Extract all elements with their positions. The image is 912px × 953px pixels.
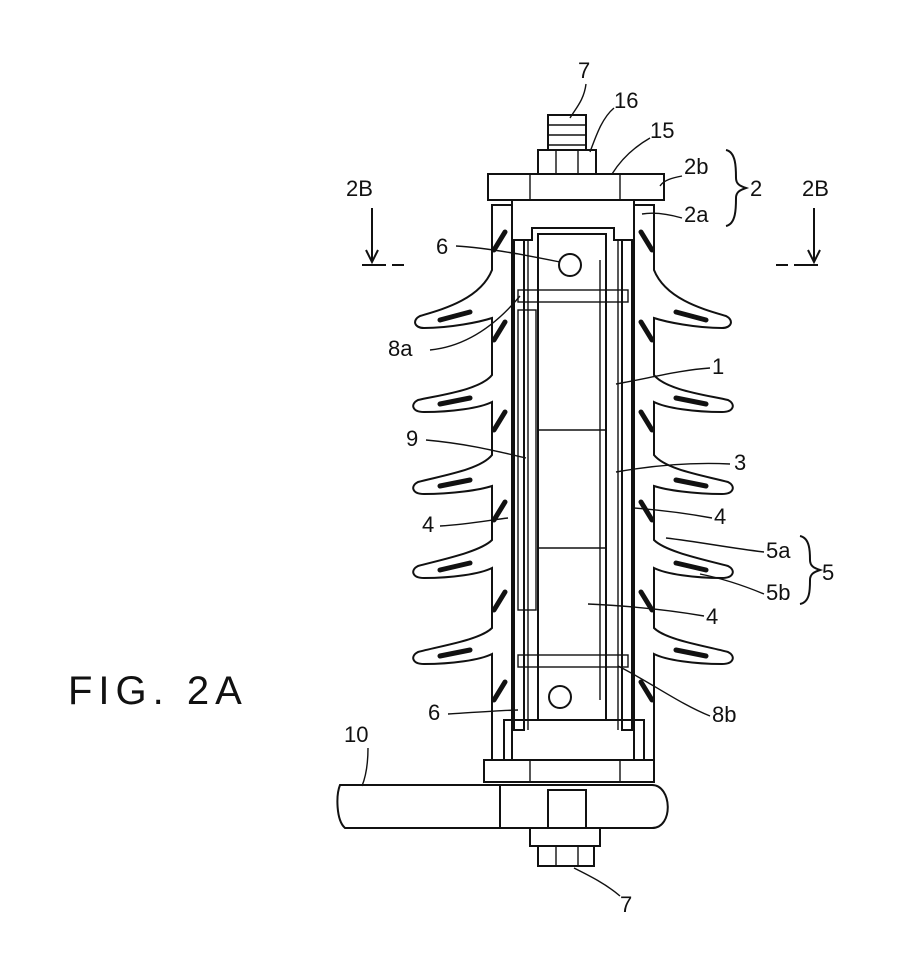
top-flange <box>488 174 664 200</box>
svg-text:5: 5 <box>822 560 834 585</box>
svg-text:1: 1 <box>712 354 724 379</box>
svg-text:4: 4 <box>422 512 434 537</box>
svg-text:2: 2 <box>750 176 762 201</box>
svg-text:6: 6 <box>428 700 440 725</box>
svg-text:2B: 2B <box>802 176 829 201</box>
spacer <box>518 310 536 610</box>
top-nut <box>538 150 596 174</box>
svg-text:5a: 5a <box>766 538 791 563</box>
base-plate <box>337 785 500 828</box>
svg-text:7: 7 <box>620 892 632 917</box>
bottom-nut <box>530 828 600 846</box>
svg-text:4: 4 <box>706 604 718 629</box>
svg-text:2b: 2b <box>684 154 708 179</box>
svg-text:3: 3 <box>734 450 746 475</box>
svg-text:15: 15 <box>650 118 674 143</box>
svg-text:2B: 2B <box>346 176 373 201</box>
right-tube-wall <box>622 240 632 730</box>
svg-text:10: 10 <box>344 722 368 747</box>
svg-text:2a: 2a <box>684 202 709 227</box>
section-mark-right: 2B <box>776 176 829 265</box>
svg-text:8a: 8a <box>388 336 413 361</box>
svg-text:9: 9 <box>406 426 418 451</box>
svg-text:7: 7 <box>578 58 590 83</box>
left-tube-wall <box>514 240 524 730</box>
svg-text:5b: 5b <box>766 580 790 605</box>
pin-top <box>559 254 581 276</box>
pin-bottom <box>549 686 571 708</box>
section-mark-left: 2B <box>346 176 404 265</box>
bottom-bolt <box>548 790 586 828</box>
svg-text:8b: 8b <box>712 702 736 727</box>
varistor-element <box>538 234 606 720</box>
svg-text:6: 6 <box>436 234 448 259</box>
svg-text:16: 16 <box>614 88 638 113</box>
svg-text:4: 4 <box>714 504 726 529</box>
figure-title: FIG. 2A <box>68 669 248 713</box>
